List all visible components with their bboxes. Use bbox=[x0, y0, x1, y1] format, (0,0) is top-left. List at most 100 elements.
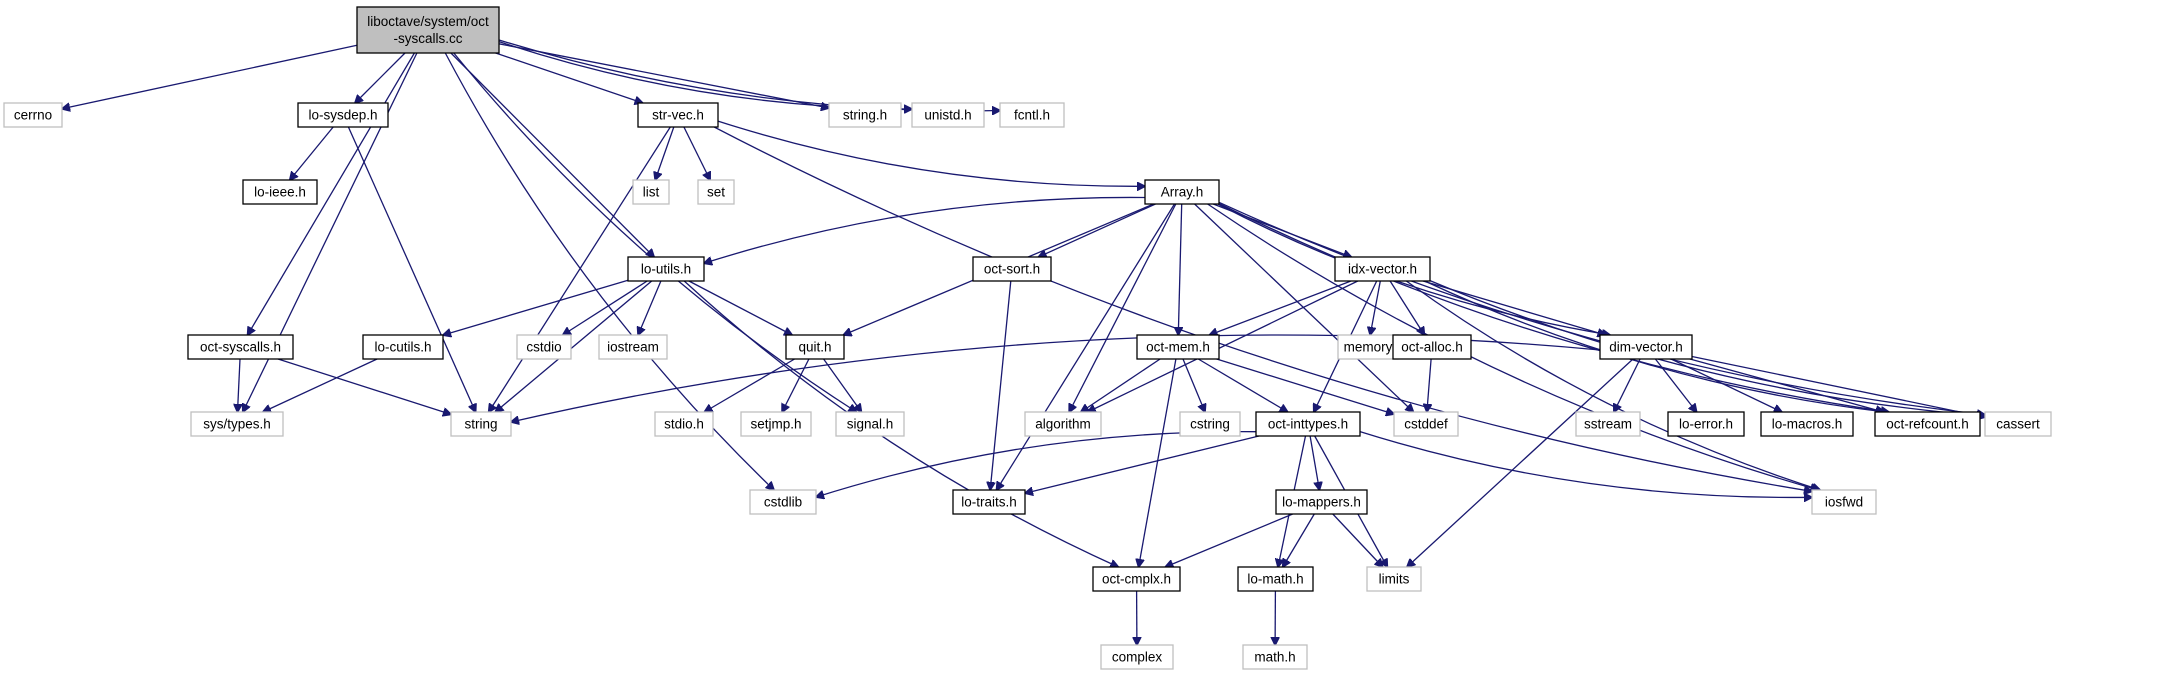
node-box bbox=[1144, 179, 1220, 205]
edge-str-vec-to-string bbox=[489, 126, 671, 412]
node-oct-sort[interactable]: oct-sort.h bbox=[972, 256, 1052, 282]
node-algorithm: algorithm bbox=[1024, 411, 1102, 437]
node-box bbox=[356, 6, 500, 54]
node-box bbox=[3, 102, 63, 128]
node-label: list bbox=[643, 185, 660, 200]
edge-root-to-cerrno bbox=[62, 44, 358, 109]
node-label: oct-sort.h bbox=[984, 262, 1040, 277]
node-box bbox=[1100, 644, 1174, 670]
edges-layer bbox=[62, 39, 1985, 645]
edge-root-to-sys-types bbox=[243, 52, 418, 412]
edge-idx-vector-to-cassert bbox=[1429, 280, 1985, 416]
node-lo-mappers[interactable]: lo-mappers.h bbox=[1275, 489, 1368, 515]
node-oct-syscalls-h[interactable]: oct-syscalls.h bbox=[187, 334, 294, 360]
edge-oct-syscalls-h-to-string bbox=[277, 358, 451, 414]
node-box bbox=[952, 489, 1026, 515]
node-lo-macros[interactable]: lo-macros.h bbox=[1760, 411, 1854, 437]
node-box bbox=[1392, 334, 1472, 360]
node-lo-sysdep[interactable]: lo-sysdep.h bbox=[297, 102, 389, 128]
node-label: complex bbox=[1112, 650, 1163, 665]
edge-root-to-fcntl-h bbox=[498, 39, 1000, 111]
edge-dim-vector-to-sstream bbox=[1614, 358, 1641, 412]
node-label: oct-syscalls.h bbox=[200, 340, 281, 355]
node-box bbox=[1811, 489, 1877, 515]
node-box bbox=[632, 179, 670, 205]
edge-oct-mem-to-oct-cmplx bbox=[1139, 358, 1177, 567]
node-lo-cutils[interactable]: lo-cutils.h bbox=[362, 334, 444, 360]
edge-str-vec-to-set bbox=[683, 126, 710, 180]
node-box bbox=[1136, 334, 1220, 360]
edge-idx-vector-to-oct-refcount bbox=[1424, 280, 1886, 412]
node-box bbox=[297, 102, 389, 128]
node-str-vec[interactable]: str-vec.h bbox=[637, 102, 719, 128]
node-box bbox=[637, 102, 719, 128]
edge-idx-vector-to-oct-mem bbox=[1210, 280, 1352, 335]
node-dim-vector[interactable]: dim-vector.h bbox=[1599, 334, 1693, 360]
node-iosfwd: iosfwd bbox=[1811, 489, 1877, 515]
node-label: cstring bbox=[1190, 417, 1230, 432]
node-limits: limits bbox=[1366, 566, 1422, 592]
edge-array-to-algorithm bbox=[1069, 203, 1177, 412]
node-box bbox=[1275, 489, 1368, 515]
edge-oct-mem-to-oct-inttypes bbox=[1197, 358, 1287, 412]
node-string: string bbox=[450, 411, 512, 437]
node-box bbox=[1024, 411, 1102, 437]
node-label: lo-math.h bbox=[1247, 572, 1303, 587]
node-cerrno: cerrno bbox=[3, 102, 63, 128]
node-oct-mem[interactable]: oct-mem.h bbox=[1136, 334, 1220, 360]
node-label: str-vec.h bbox=[652, 108, 704, 123]
edge-array-to-iosfwd bbox=[1207, 203, 1819, 490]
node-idx-vector[interactable]: idx-vector.h bbox=[1334, 256, 1431, 282]
node-box bbox=[190, 411, 284, 437]
node-lo-error[interactable]: lo-error.h bbox=[1667, 411, 1745, 437]
node-label: signal.h bbox=[847, 417, 894, 432]
node-cstdlib: cstdlib bbox=[749, 489, 817, 515]
edge-dim-vector-to-limits bbox=[1407, 358, 1634, 567]
node-lo-traits[interactable]: lo-traits.h bbox=[952, 489, 1026, 515]
node-lo-utils[interactable]: lo-utils.h bbox=[627, 256, 705, 282]
edge-lo-utils-to-string bbox=[495, 280, 653, 412]
node-root[interactable]: liboctave/system/oct-syscalls.cc bbox=[356, 6, 500, 54]
edge-root-to-cstdlib bbox=[444, 52, 774, 490]
node-label: set bbox=[707, 185, 725, 200]
edge-str-vec-to-iosfwd bbox=[713, 126, 1812, 491]
edge-lo-utils-to-iostream bbox=[638, 280, 662, 335]
node-stdio-h: stdio.h bbox=[654, 411, 714, 437]
edge-lo-utils-to-oct-cmplx bbox=[683, 280, 1118, 567]
node-box bbox=[740, 411, 812, 437]
node-label: lo-ieee.h bbox=[254, 185, 306, 200]
edge-idx-vector-to-oct-alloc bbox=[1389, 280, 1424, 335]
node-quit[interactable]: quit.h bbox=[785, 334, 845, 360]
node-label: sstream bbox=[1584, 417, 1632, 432]
node-label: oct-cmplx.h bbox=[1102, 572, 1171, 587]
node-label: lo-traits.h bbox=[961, 495, 1017, 510]
node-box bbox=[1237, 566, 1314, 592]
node-complex: complex bbox=[1100, 644, 1174, 670]
node-label: oct-refcount.h bbox=[1886, 417, 1969, 432]
node-oct-cmplx[interactable]: oct-cmplx.h bbox=[1092, 566, 1181, 592]
edge-lo-mappers-to-limits bbox=[1332, 513, 1383, 567]
node-oct-refcount[interactable]: oct-refcount.h bbox=[1874, 411, 1981, 437]
node-sys-types: sys/types.h bbox=[190, 411, 284, 437]
edge-dim-vector-to-oct-refcount bbox=[1689, 358, 1884, 412]
node-box bbox=[697, 179, 735, 205]
edge-lo-cutils-to-sys-types bbox=[263, 358, 378, 412]
node-setjmp-h: setjmp.h bbox=[740, 411, 812, 437]
node-label: cstddef bbox=[1404, 417, 1448, 432]
node-label: quit.h bbox=[798, 340, 831, 355]
node-lo-ieee[interactable]: lo-ieee.h bbox=[242, 179, 318, 205]
node-box bbox=[1599, 334, 1693, 360]
node-lo-math[interactable]: lo-math.h bbox=[1237, 566, 1314, 592]
node-oct-inttypes[interactable]: oct-inttypes.h bbox=[1255, 411, 1361, 437]
node-label: string.h bbox=[843, 108, 887, 123]
edge-idx-vector-to-algorithm bbox=[1088, 280, 1359, 412]
node-array[interactable]: Array.h bbox=[1144, 179, 1220, 205]
edge-lo-sysdep-to-lo-ieee bbox=[290, 126, 334, 180]
node-box bbox=[1337, 334, 1399, 360]
node-cassert: cassert bbox=[1984, 411, 2052, 437]
node-oct-alloc[interactable]: oct-alloc.h bbox=[1392, 334, 1472, 360]
node-box bbox=[1874, 411, 1981, 437]
node-box bbox=[999, 102, 1065, 128]
node-list: list bbox=[632, 179, 670, 205]
node-label: lo-mappers.h bbox=[1282, 495, 1361, 510]
